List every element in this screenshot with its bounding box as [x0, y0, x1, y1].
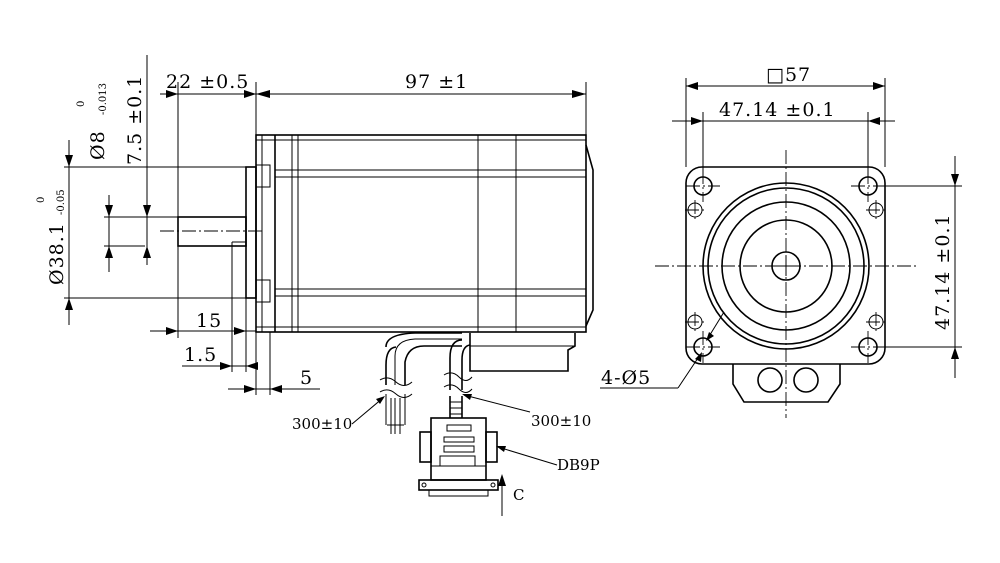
dim-shaft-tol: 7.5 ±0.1 — [124, 75, 146, 165]
side-view: 97 ±1 22 ±0.5 7.5 ±0.1 Ø8 0 -0.013 Ø38.1… — [36, 55, 600, 516]
motor-body — [255, 134, 587, 333]
dim-shaft-length: 15 — [196, 310, 222, 332]
dim-pilot-dia: Ø38.1 — [46, 222, 68, 285]
dim-length: 97 ±1 — [405, 71, 468, 93]
dim-hole-spacing-h: 47.14 ±0.1 — [719, 99, 836, 121]
cable1-length: 300±10 — [292, 415, 352, 433]
dim-shaft-dia: Ø8 — [87, 130, 109, 160]
svg-text:-0.013: -0.013 — [98, 83, 109, 115]
connector-label: DB9P — [557, 456, 600, 474]
view-mark: C — [513, 486, 524, 504]
front-view: □57 47.14 ±0.1 47.14 ±0.1 4-Ø5 — [600, 64, 962, 418]
dim-flange: 5 — [300, 367, 313, 389]
dim-square: □57 — [766, 64, 811, 86]
flange-square — [685, 166, 886, 365]
svg-text:-0.05: -0.05 — [56, 189, 67, 215]
svg-text:0: 0 — [36, 197, 47, 203]
cable2-length: 300±10 — [531, 412, 591, 430]
db9-connector — [418, 417, 499, 497]
dim-hole-spacing-v: 47.14 ±0.1 — [932, 213, 954, 330]
dim-holes: 4-Ø5 — [601, 367, 651, 389]
dim-shaft-offset: 22 ±0.5 — [166, 71, 249, 93]
dim-pilot-depth: 1.5 — [184, 344, 217, 366]
svg-text:0: 0 — [76, 101, 87, 107]
